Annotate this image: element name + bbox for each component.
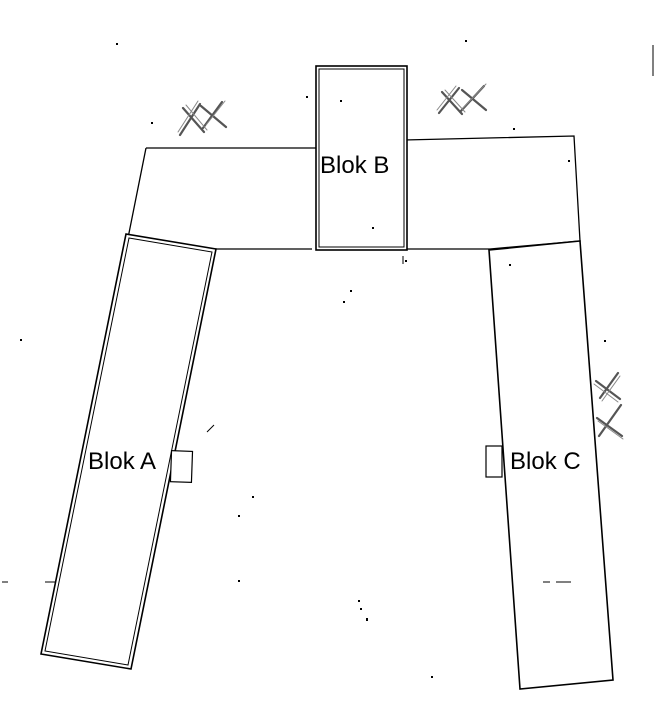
- cross-marks-top-right: [436, 83, 488, 116]
- block-a-label: Blok A: [88, 448, 156, 475]
- block-c[interactable]: Blok C: [485, 240, 614, 690]
- scan-specks: [2, 40, 654, 678]
- block-a-entrance: [169, 450, 194, 483]
- block-a-inner-outline: [44, 237, 213, 666]
- cross-marks-top-left: [177, 100, 228, 137]
- block-b-outline: [315, 65, 408, 251]
- block-c-entrance: [485, 445, 503, 478]
- top-wing-left-outline: [127, 147, 318, 250]
- block-b-label: Blok B: [320, 152, 389, 179]
- block-b[interactable]: Blok B: [315, 65, 408, 251]
- block-c-outline: [488, 240, 614, 690]
- top-wing-right-outline: [403, 135, 581, 250]
- block-a[interactable]: Blok A: [40, 233, 217, 670]
- block-b-inner-outline: [318, 68, 405, 248]
- cross-marks-right: [593, 371, 624, 440]
- block-a-outline: [40, 233, 217, 670]
- block-c-label: Blok C: [510, 448, 581, 475]
